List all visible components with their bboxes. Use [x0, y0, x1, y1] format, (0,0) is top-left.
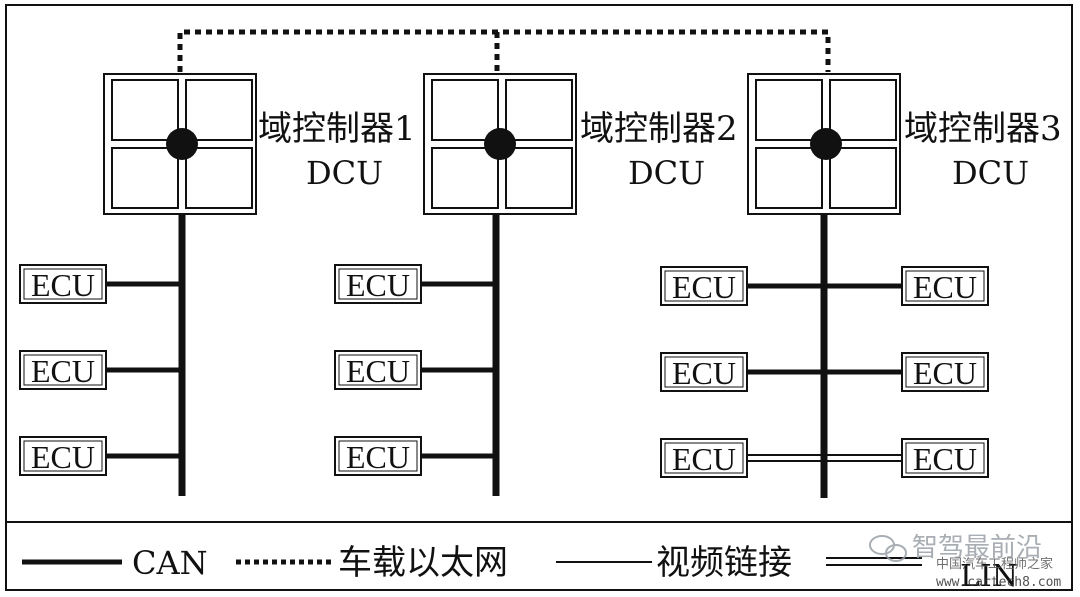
watermark-name: 智驾最前沿 [912, 533, 1042, 563]
svg-text:ECU: ECU [672, 441, 736, 477]
watermark-sub: 中国汽车工程师之家 [936, 556, 1053, 572]
svg-text:ECU: ECU [672, 355, 736, 391]
dcu-3-label: 域控制器3 [904, 109, 1062, 149]
wechat-icon [869, 535, 907, 562]
domain-controller-2: 域控制器2 DCU ECU ECU ECU [334, 73, 738, 496]
svg-text:ECU: ECU [913, 269, 977, 305]
legend-can-label: CAN [132, 544, 208, 582]
svg-text:ECU: ECU [346, 267, 410, 303]
dcu-2-hub [484, 128, 516, 160]
ecu-3-3-right: ECU [901, 438, 989, 478]
legend: CAN 车载以太网 视频链接 LIN [22, 543, 1018, 594]
dcu-3-sublabel: DCU [952, 154, 1029, 192]
svg-text:ECU: ECU [31, 439, 95, 475]
ecu-2-2: ECU [334, 350, 422, 390]
outer-frame [5, 4, 1073, 591]
ecu-2-3: ECU [334, 436, 422, 476]
ecu-1-1: ECU [19, 264, 107, 304]
ethernet-backbone [177, 29, 831, 72]
svg-text:ECU: ECU [913, 355, 977, 391]
ecu-1-2: ECU [19, 350, 107, 390]
ecu-2-1: ECU [334, 264, 422, 304]
domain-controller-3: 域控制器3 DCU ECU ECU ECU ECU [660, 73, 1062, 498]
ecu-3-3-left: ECU [660, 438, 748, 478]
legend-ethernet-label: 车载以太网 [338, 543, 508, 583]
ecu-3-2-right: ECU [901, 352, 989, 392]
svg-text:ECU: ECU [346, 353, 410, 389]
dcu-2-sublabel: DCU [628, 154, 705, 192]
ecu-1-3: ECU [19, 436, 107, 476]
dcu-2-label: 域控制器2 [580, 109, 738, 149]
ecu-3-1-left: ECU [660, 266, 748, 306]
dcu-3-hub [810, 128, 842, 160]
watermark-url: www.cartech8.com [936, 575, 1061, 590]
svg-text:ECU: ECU [31, 353, 95, 389]
svg-text:ECU: ECU [346, 439, 410, 475]
domain-controller-1: 域控制器1 DCU ECU ECU ECU [19, 73, 416, 496]
dcu-1-sublabel: DCU [306, 154, 383, 192]
ecu-3-2-left: ECU [660, 352, 748, 392]
svg-text:ECU: ECU [913, 441, 977, 477]
legend-lin-label: LIN [960, 559, 1018, 594]
svg-text:ECU: ECU [31, 267, 95, 303]
svg-text:ECU: ECU [672, 269, 736, 305]
dcu-1-hub [166, 128, 198, 160]
ecu-3-1-right: ECU [901, 266, 989, 306]
dcu-1-label: 域控制器1 [258, 109, 416, 149]
watermark: 智驾最前沿 中国汽车工程师之家 www.cartech8.com [869, 533, 1061, 590]
legend-video-label: 视频链接 [656, 543, 792, 583]
